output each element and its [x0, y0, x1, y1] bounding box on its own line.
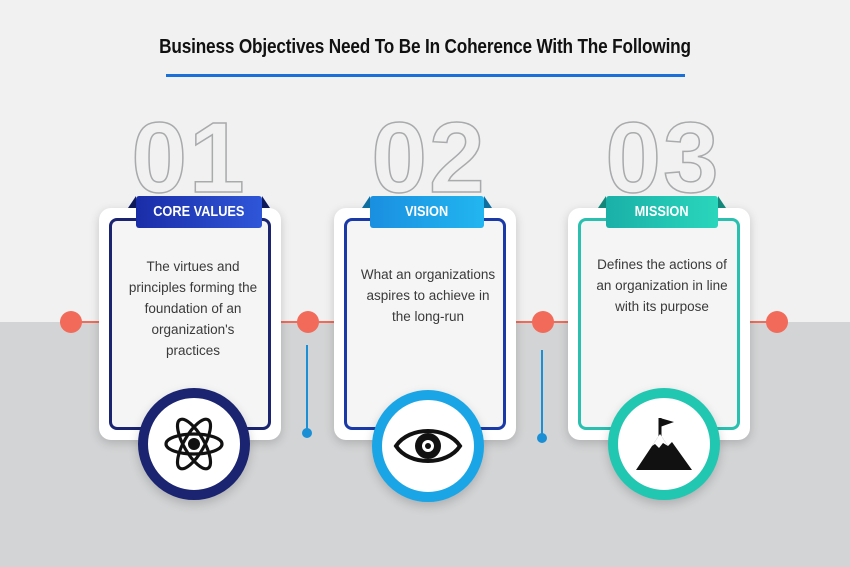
- icon-circle-vision: [372, 390, 484, 502]
- mountain-flag-icon: [636, 418, 692, 470]
- step-number-2: 02: [371, 102, 487, 214]
- connector-dot: [537, 433, 547, 443]
- card-description: The virtues and principles forming the f…: [128, 259, 258, 358]
- timeline-segment: [745, 321, 785, 323]
- atom-icon: [164, 417, 224, 471]
- connector-stem: [306, 345, 308, 429]
- banner-mission: MISSION: [606, 196, 718, 228]
- timeline-dot: [532, 311, 554, 333]
- card-description: What an organizations aspires to achieve…: [360, 267, 496, 324]
- banner-fold: [362, 196, 370, 208]
- banner-fold: [484, 196, 492, 208]
- banner-fold: [718, 196, 726, 208]
- connector-dot: [302, 428, 312, 438]
- icon-circle-mission: [608, 388, 720, 500]
- timeline-dot: [766, 311, 788, 333]
- timeline-dot: [60, 311, 82, 333]
- title-underline: [166, 74, 685, 77]
- icon-circle-core-values: [138, 388, 250, 500]
- banner-fold: [598, 196, 606, 208]
- card-description: Defines the actions of an organization i…: [596, 257, 728, 314]
- connector-stem: [541, 350, 543, 434]
- banner-vision: VISION: [370, 196, 484, 228]
- page-title: Business Objectives Need To Be In Cohere…: [159, 36, 691, 58]
- step-number-1: 01: [131, 102, 247, 214]
- banner-fold: [128, 196, 136, 208]
- eye-icon: [393, 429, 463, 463]
- step-number-3: 03: [605, 102, 721, 214]
- banner-fold: [262, 196, 270, 208]
- timeline-dot: [297, 311, 319, 333]
- banner-core-values: CORE VALUES: [136, 196, 262, 228]
